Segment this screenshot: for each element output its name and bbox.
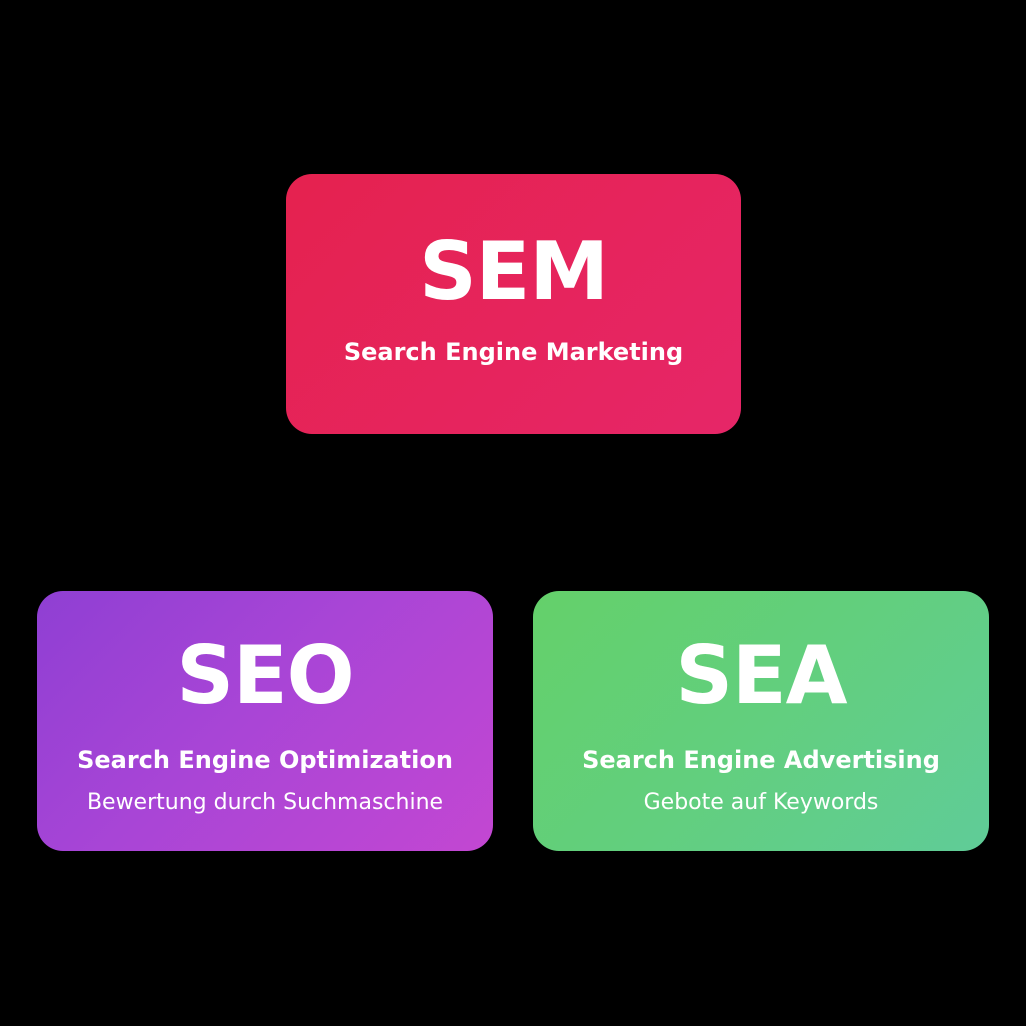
- sea-node: SEA Search Engine Advertising Gebote auf…: [533, 591, 989, 851]
- sea-full-name: Search Engine Advertising: [582, 746, 940, 774]
- sea-description: Gebote auf Keywords: [643, 790, 879, 815]
- seo-full-name: Search Engine Optimization: [77, 746, 453, 774]
- seo-description: Bewertung durch Suchmaschine: [86, 790, 444, 815]
- sem-node: SEM Search Engine Marketing: [286, 174, 741, 434]
- seo-abbreviation: SEO: [176, 629, 354, 722]
- sea-abbreviation: SEA: [675, 629, 847, 722]
- sem-abbreviation: SEM: [419, 225, 609, 318]
- seo-node: SEO Search Engine Optimization Bewertung…: [37, 591, 493, 851]
- arrow-sem-to-seo: [340, 434, 515, 584]
- arrow-sem-to-sea: [511, 434, 687, 584]
- sem-full-name: Search Engine Marketing: [343, 338, 684, 366]
